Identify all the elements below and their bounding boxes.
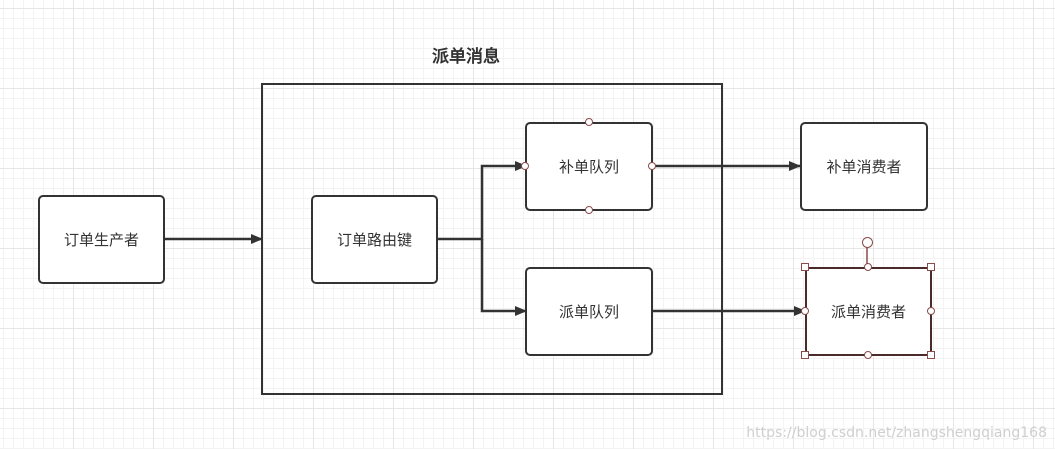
- node-label: 派单消费者: [830, 303, 906, 321]
- node-reissue-queue[interactable]: 补单队列: [525, 122, 653, 211]
- node-label: 派单队列: [558, 303, 619, 321]
- connection-port[interactable]: [521, 162, 529, 170]
- connection-port[interactable]: [585, 206, 593, 214]
- node-label: 补单队列: [558, 158, 619, 176]
- rotate-handle-icon[interactable]: [862, 237, 873, 248]
- watermark: https://blog.csdn.net/zhangshengqiang168: [746, 425, 1047, 441]
- dispatch-message-container[interactable]: [261, 83, 723, 395]
- node-dispatch-consumer[interactable]: 派单消费者: [805, 267, 932, 356]
- node-order-producer[interactable]: 订单生产者: [38, 195, 165, 284]
- resize-handle-bottom-right[interactable]: [927, 351, 935, 359]
- node-reissue-consumer[interactable]: 补单消费者: [800, 122, 928, 211]
- node-label: 订单生产者: [63, 231, 139, 249]
- node-label: 补单消费者: [826, 158, 902, 176]
- diagram-title: 派单消息: [432, 47, 500, 67]
- connection-port-bottom[interactable]: [864, 351, 872, 359]
- connection-port-right[interactable]: [927, 307, 935, 315]
- resize-handle-bottom-left[interactable]: [801, 351, 809, 359]
- connection-port-top[interactable]: [864, 263, 872, 271]
- node-label: 订单路由键: [336, 231, 412, 249]
- connection-port[interactable]: [585, 118, 593, 126]
- edge-routing-to-reissue-queue[interactable]: [438, 161, 527, 241]
- resize-handle-top-right[interactable]: [927, 263, 935, 271]
- edge-routing-to-dispatch-queue[interactable]: [480, 239, 527, 316]
- node-order-routing-key[interactable]: 订单路由键: [311, 195, 438, 284]
- node-dispatch-queue[interactable]: 派单队列: [525, 267, 653, 356]
- connection-port-left[interactable]: [801, 307, 809, 315]
- connection-port[interactable]: [648, 162, 656, 170]
- resize-handle-top-left[interactable]: [801, 263, 809, 271]
